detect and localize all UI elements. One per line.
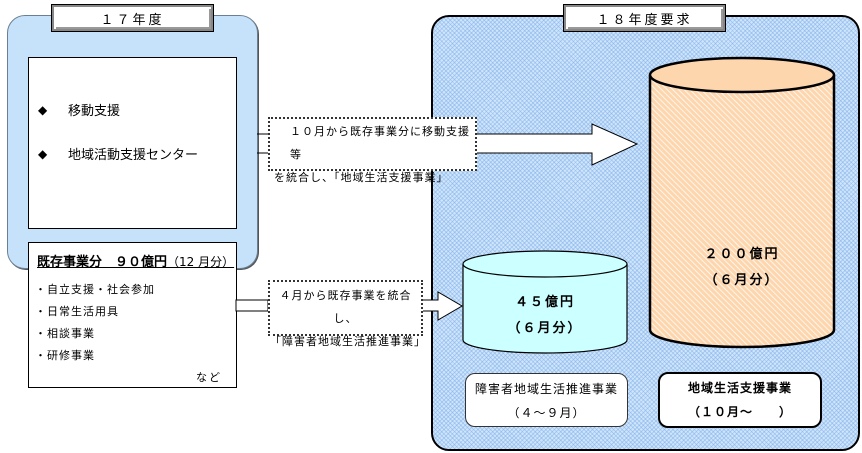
- list-item: ◆ 地域活動支援センター: [38, 144, 199, 164]
- small-cylinder-amount: ４５億円: [514, 295, 575, 310]
- note-line: を統合し、「地域生活支援事業」: [274, 171, 449, 184]
- legend-promotion-name: 障害者地域生活推進事業: [474, 382, 618, 396]
- list-item: ・相談事業: [35, 327, 95, 340]
- large-cylinder-period: （６月分）: [704, 273, 780, 288]
- arrow-shaft: [235, 299, 269, 312]
- large-cylinder-body: [648, 75, 836, 349]
- etc-label: など: [196, 371, 222, 384]
- new-services-box: ◆ 移動支援 ◆ 地域活動支援センター: [28, 57, 237, 229]
- list-item: ・日常生活用具: [35, 305, 119, 318]
- legend-support-period: （１０月～ ）: [687, 405, 792, 419]
- note-line: 「障害者地域生活推進事業」: [270, 335, 426, 348]
- list-item: ・研修事業: [35, 349, 95, 362]
- legend-support-name: 地域生活支援事業: [687, 381, 792, 395]
- small-cylinder-body: [462, 264, 628, 354]
- small-cylinder-period: （６月分）: [507, 321, 583, 336]
- note-integration-oct: １０月から既存事業分に移動支援等 を統合し、「地域生活支援事業」: [268, 117, 477, 184]
- legend-promotion-period: （４～９月）: [507, 406, 586, 420]
- fy17-title: １７年度: [100, 12, 165, 28]
- item-label: 地域活動支援センター: [68, 148, 199, 163]
- arrow-to-small-cylinder-icon: [418, 291, 463, 321]
- fy18-title-tab: １８年度要求: [564, 5, 725, 31]
- small-cylinder-top: [462, 250, 628, 278]
- existing-projects-title: 既存事業分 ９０億円（12 月分）: [37, 251, 234, 270]
- existing-title-sub: （12 月分）: [167, 255, 235, 269]
- note-line: ４月から既存事業を統合し、: [279, 289, 412, 325]
- fy17-title-tab: １７年度: [52, 5, 213, 31]
- legend-promotion-project: 障害者地域生活推進事業 （４～９月）: [465, 373, 628, 427]
- note-integration-apr: ４月から既存事業を統合し、 「障害者地域生活推進事業」: [268, 280, 425, 348]
- fy18-title: １８年度要求: [596, 12, 693, 28]
- diamond-bullet-icon: ◆: [38, 146, 48, 161]
- item-label: 移動支援: [68, 104, 121, 119]
- large-cylinder-top: [648, 56, 836, 94]
- diamond-bullet-icon: ◆: [38, 102, 48, 117]
- existing-title-main: 既存事業分 ９０億円: [37, 255, 168, 270]
- note-line: １０月から既存事業分に移動支援等: [290, 125, 470, 161]
- legend-support-project: 地域生活支援事業 （１０月～ ）: [658, 372, 822, 428]
- arrow-to-large-cylinder-icon: [472, 123, 639, 166]
- existing-projects-box: 既存事業分 ９０億円（12 月分） ・自立支援・社会参加 ・日常生活用具 ・相談…: [28, 242, 237, 388]
- small-cylinder-label: ４５億円 （６月分）: [463, 290, 627, 342]
- list-item: ◆ 移動支援: [38, 100, 121, 120]
- large-cylinder-amount: ２００億円: [704, 247, 780, 262]
- list-item: ・自立支援・社会参加: [35, 283, 155, 296]
- large-cylinder-label: ２００億円 （６月分）: [650, 242, 834, 294]
